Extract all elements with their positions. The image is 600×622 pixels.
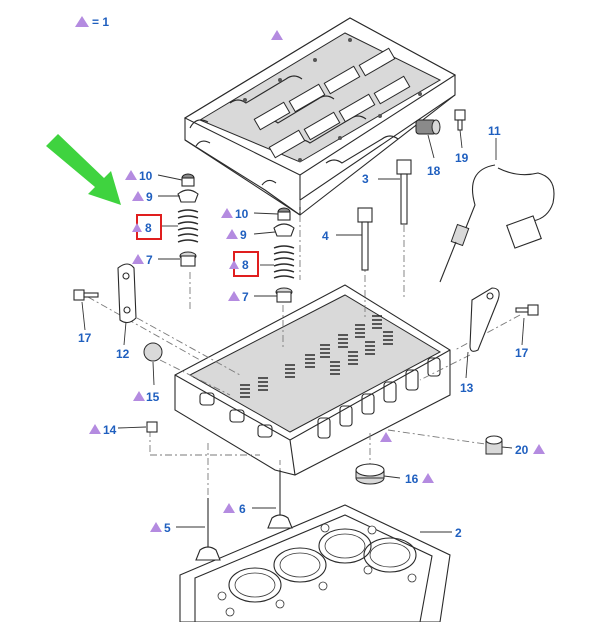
plug-16 — [355, 463, 385, 485]
triangle-icon — [380, 432, 392, 442]
callout-14: 14 — [103, 423, 117, 437]
legend-triangle-icon — [75, 16, 89, 27]
bolt-17-left — [73, 289, 99, 301]
callout-10: 10 — [235, 207, 249, 221]
legend: = 1 — [75, 15, 109, 29]
callout-13: 13 — [460, 381, 474, 395]
camshaft-carrier — [183, 17, 457, 217]
cylinder-head — [174, 284, 451, 476]
callout-5: 5 — [164, 521, 171, 535]
legend-text: = 1 — [92, 15, 109, 29]
triangle-icon — [221, 208, 233, 218]
triangle-icon — [125, 170, 137, 180]
callout-15: 15 — [146, 390, 160, 404]
triangle-icon — [228, 291, 240, 301]
plug-15 — [143, 342, 163, 362]
callout-4: 4 — [322, 229, 329, 243]
valve-5 — [195, 498, 221, 561]
callout-10: 10 — [139, 169, 153, 183]
triangle-icon — [533, 444, 545, 454]
callout-12: 12 — [116, 347, 130, 361]
valve-6 — [267, 470, 293, 529]
triangle-icon — [150, 522, 162, 532]
callout-19: 19 — [455, 151, 469, 165]
callouts: 10 9 8 7 10 9 8 7 3 4 11 18 19 12 17 — [78, 30, 545, 540]
callout-11: 11 — [488, 124, 501, 138]
glow-plug-harness — [439, 164, 555, 283]
bolt-3 — [396, 159, 412, 225]
triangle-icon — [271, 30, 283, 40]
callout-9: 9 — [146, 190, 153, 204]
bracket-12 — [117, 263, 137, 324]
callout-3: 3 — [362, 172, 369, 186]
callout-2: 2 — [455, 526, 462, 540]
triangle-icon — [133, 391, 145, 401]
cylinder-head-gasket — [179, 504, 451, 622]
valve-stack-middle — [273, 207, 295, 303]
bolt-17-right — [515, 304, 539, 316]
triangle-icon — [422, 473, 434, 483]
callout-18: 18 — [427, 164, 441, 178]
valve-stack-left — [177, 173, 199, 267]
callout-6: 6 — [239, 502, 246, 516]
leader-lines — [81, 129, 525, 533]
callout-8: 8 — [242, 258, 249, 272]
triangle-icon — [89, 424, 101, 434]
bolt-4 — [357, 207, 373, 271]
green-arrow-icon — [46, 134, 121, 205]
plug-14 — [146, 421, 158, 433]
callout-9: 9 — [240, 228, 247, 242]
callout-7: 7 — [242, 290, 249, 304]
callout-8: 8 — [145, 221, 152, 235]
triangle-icon — [226, 229, 238, 239]
callout-17: 17 — [515, 346, 529, 360]
bush-20 — [485, 435, 503, 455]
callout-16: 16 — [405, 472, 419, 486]
triangle-icon — [132, 254, 144, 264]
callout-7: 7 — [146, 253, 153, 267]
triangle-icon — [229, 260, 239, 269]
assembly-lines — [87, 200, 521, 495]
callout-20: 20 — [515, 443, 529, 457]
bracket-13 — [469, 287, 500, 352]
triangle-icon — [132, 223, 142, 232]
triangle-icon — [132, 191, 144, 201]
triangle-icon — [223, 503, 235, 513]
bolt-19 — [454, 109, 466, 131]
callout-17: 17 — [78, 331, 92, 345]
sensor-18 — [415, 119, 441, 135]
